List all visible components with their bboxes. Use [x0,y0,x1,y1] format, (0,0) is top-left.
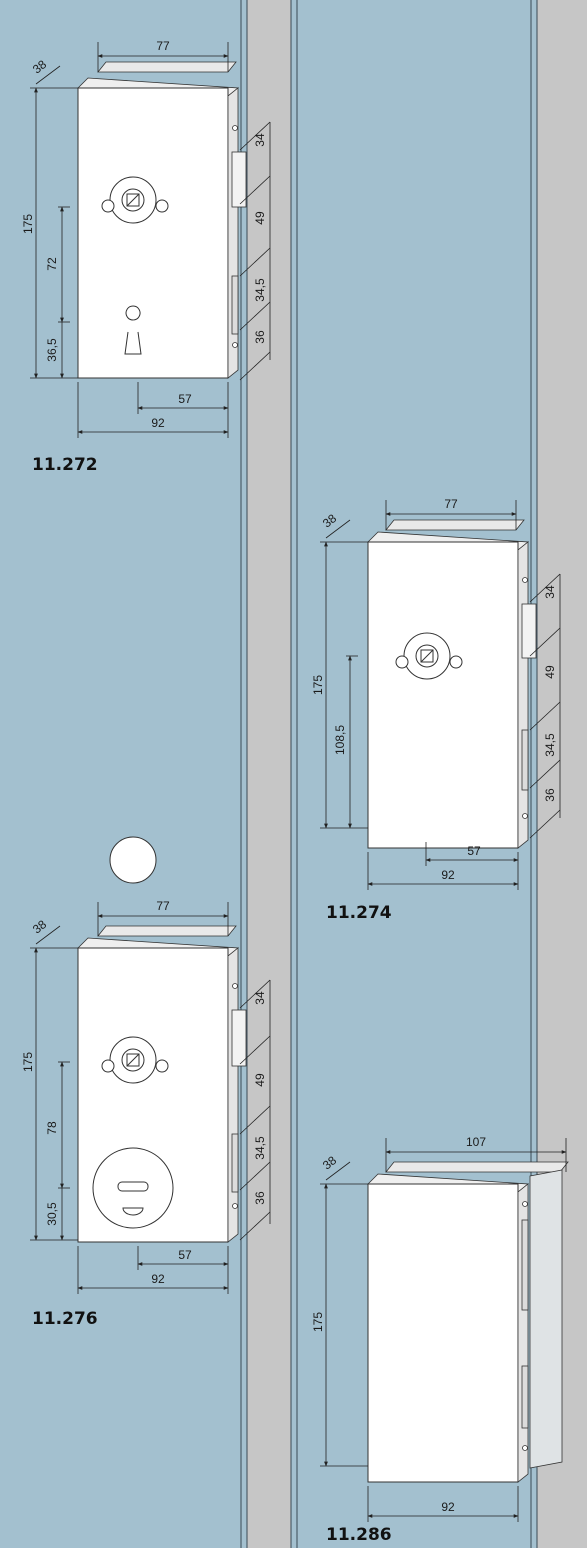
latch-bolt [231,1009,247,1067]
strike-slot [521,1365,529,1429]
dim-left-upper: 108,5 [333,725,347,755]
dim-edge-1: 34 [543,585,557,599]
dead-bolt-slot [231,1133,239,1193]
dim-offset: 57 [467,844,481,858]
lock-11-286: 107 38 175 92 11.286 [311,1135,569,1545]
screw-icon [522,577,528,583]
lock-top-plate [97,61,237,73]
dim-edge-4: 36 [253,1191,267,1205]
dim-edge-1: 34 [253,133,267,147]
dim-edge-3: 34,5 [253,1136,267,1160]
dim-left-upper: 78 [45,1121,59,1135]
screw-icon [232,342,238,348]
latch-bolt [231,151,247,208]
lock-front-face [77,87,229,379]
dim-top-width: 77 [156,39,170,53]
lock-side-face [227,87,239,379]
lock-front-face [367,541,519,849]
dim-top-width: 107 [466,1135,486,1149]
dim-edge-3: 34,5 [543,733,557,757]
dim-left-lower: 36,5 [45,338,59,362]
thumbturn-icon [101,1036,169,1084]
dim-left-upper: 72 [45,257,59,271]
screw-icon [522,813,528,819]
product-code: 11.286 [326,1525,392,1545]
dim-bottom-width: 92 [441,868,455,882]
dim-height: 175 [21,1052,35,1072]
strike-slot [521,1219,529,1311]
dim-edge-2: 49 [253,211,267,225]
dim-offset: 57 [178,1248,192,1262]
product-code: 11.274 [326,903,392,923]
dim-edge-4: 36 [253,330,267,344]
lock-front-face [367,1183,519,1483]
wall-strip-left [247,0,291,1548]
lock-11-274: 77 38 175 108,5 34 49 34,5 36 57 92 11.2… [311,497,561,923]
screw-icon [232,1203,238,1209]
dim-offset: 57 [178,392,192,406]
lock-11-276: 77 38 175 78 30,5 34 49 34,5 36 57 92 11… [21,836,271,1329]
dead-bolt-slot [521,729,529,791]
latch-bolt [521,603,537,659]
wc-indicator-icon [92,1147,174,1229]
screw-icon [232,983,238,989]
screw-icon [522,1445,528,1451]
dim-top-width: 77 [156,899,170,913]
dim-edge-2: 49 [253,1073,267,1087]
dim-bottom-width: 92 [441,1500,455,1514]
dim-bottom-width: 92 [151,1272,165,1286]
keyhole-icon [124,305,142,355]
thumbturn-icon [395,632,463,680]
dim-edge-1: 34 [253,991,267,1005]
product-code: 11.272 [32,455,98,475]
thumbturn-icon [109,836,157,884]
dim-left-lower: 30,5 [45,1202,59,1226]
dim-edge-3: 34,5 [253,278,267,302]
thumbturn-icon [101,176,169,224]
counter-plate [529,1169,563,1469]
dead-bolt-slot [231,275,239,335]
dim-top-width: 77 [444,497,458,511]
dim-height: 175 [21,214,35,234]
dim-height: 175 [311,675,325,695]
dim-edge-4: 36 [543,788,557,802]
product-code: 11.276 [32,1309,98,1329]
dim-edge-2: 49 [543,665,557,679]
lock-11-272: 77 38 175 72 36,5 34 49 34,5 36 57 92 [21,39,271,475]
screw-icon [522,1201,528,1207]
dim-bottom-width: 92 [151,416,165,430]
dim-height: 175 [311,1312,325,1332]
screw-icon [232,125,238,131]
dim-line [35,65,61,85]
